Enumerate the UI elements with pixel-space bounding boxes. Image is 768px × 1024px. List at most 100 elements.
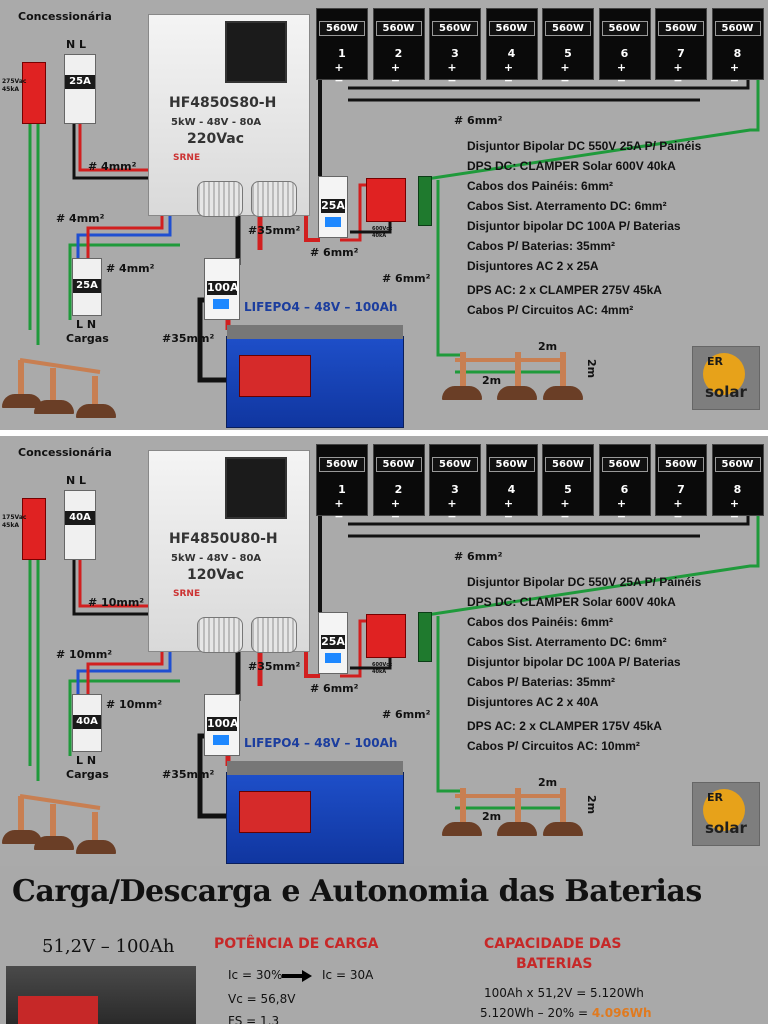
load-breaker-rating: 25A: [73, 279, 101, 293]
ground-rod: [515, 788, 521, 822]
panel-wattage: 560W: [545, 21, 591, 36]
battery-breaker: 100A: [204, 258, 240, 320]
spec-item: Disjuntor bipolar DC 100A P/ Baterias: [467, 219, 681, 233]
spec-item: DPS DC: CLAMPER Solar 600V 40kA: [467, 159, 676, 173]
spec-item: Cabos Sist. Aterramento DC: 6mm²: [467, 635, 667, 649]
wire-label-ac-b: # 10mm²: [56, 648, 113, 661]
fan-right: [251, 181, 297, 217]
panel-number: 7: [677, 483, 685, 496]
panel-wattage: 560W: [488, 457, 535, 472]
panel-polarity: + −: [616, 61, 641, 87]
battery-bank: [226, 325, 404, 428]
utility-label: Concessionária: [18, 446, 112, 459]
wire-label-ac-c: # 4mm²: [106, 262, 155, 275]
battery-terminals: [227, 325, 403, 339]
spec-item: DPS AC: 2 x CLAMPER 175V 45kA: [467, 719, 662, 733]
inverter-screen: [225, 21, 287, 83]
battery-bank: [226, 761, 404, 864]
panel-number: 4: [507, 47, 516, 60]
battery-breaker: 100A: [204, 694, 240, 756]
inverter-spec: 5kW - 48V - 80A: [171, 117, 262, 128]
inverter-screen: [225, 457, 287, 519]
pv-breaker: 25A: [318, 612, 348, 674]
soil-mound: [76, 404, 116, 418]
soil-mound: [442, 386, 482, 400]
spec-item: Cabos dos Painéis: 6mm²: [467, 615, 614, 629]
wire-label-ground: # 6mm²: [382, 708, 431, 721]
inverter-spec: 5kW - 48V - 80A: [171, 553, 262, 564]
panel-number: 8: [733, 47, 742, 60]
soil-mound: [543, 386, 583, 400]
panel-number: 8: [733, 483, 742, 496]
panel-number: 2: [394, 483, 403, 496]
wire-label-battery-b: #35mm²: [162, 768, 215, 781]
dps-dc-voltage: 600Vcc: [372, 662, 393, 668]
soil-mound: [497, 386, 537, 400]
dps-dc-rating: 600Vcc 40kA: [372, 226, 392, 240]
battery-image-bms: [18, 996, 98, 1024]
panel-polarity: + −: [729, 61, 754, 87]
dps-ac-rating: 175Vac 45kA: [2, 514, 26, 530]
panel-wattage: 560W: [658, 457, 704, 472]
inverter-voltage: 120Vac: [187, 567, 245, 583]
autonomy-title: Carga/Descarga e Autonomia das Baterias: [12, 874, 702, 909]
battery-bms: [239, 791, 311, 833]
diagram-section-220v: Concessionária N L 275Vac 45kA 25A HF485…: [0, 0, 768, 430]
panel-polarity: + −: [390, 497, 415, 523]
panel-polarity: + −: [390, 61, 415, 87]
capacity-title-1: CAPACIDADE DAS: [484, 936, 622, 952]
spec-item: Cabos P/ Circuitos AC: 10mm²: [467, 739, 640, 753]
panel-polarity: + −: [503, 61, 528, 87]
dps-ac: [22, 498, 46, 560]
load-ln-label: L N: [76, 754, 97, 767]
dps-dc-current: 40kA: [372, 233, 387, 239]
wire-label-ac-b: # 4mm²: [56, 212, 105, 225]
ground-rod: [18, 796, 24, 830]
sun-icon: [703, 789, 745, 831]
capacity-line-1: 100Ah x 51,2V = 5.120Wh: [484, 986, 644, 1000]
panel-number: 2: [394, 47, 403, 60]
dps-ac-voltage: 275Vac: [2, 78, 27, 85]
inverter-model: HF4850S80-H: [169, 95, 277, 111]
panel-wattage: 560W: [658, 21, 704, 36]
panel-wattage: 560W: [714, 21, 761, 36]
soil-mound: [2, 830, 42, 844]
panel-number: 7: [677, 47, 685, 60]
battery-breaker-toggle: [213, 735, 229, 745]
section-divider: [0, 430, 768, 436]
spec-item: Disjuntores AC 2 x 25A: [467, 259, 599, 273]
ground-rod: [50, 368, 56, 402]
autonomy-section: Carga/Descarga e Autonomia das Baterias …: [0, 866, 768, 1024]
inverter-brand: SRNE: [173, 153, 201, 163]
logo-er-text: ER: [707, 355, 723, 368]
dimension-bottom: 2m: [482, 374, 502, 387]
wire-label-dc-mid: # 6mm²: [310, 246, 359, 259]
dps-ac-rating: 275Vac 45kA: [2, 78, 26, 94]
grid-breaker: 25A: [64, 54, 96, 124]
panel-polarity: + −: [447, 497, 471, 523]
wire-label-panels: # 6mm²: [454, 114, 503, 127]
dps-dc-rating: 600Vcc 40kA: [372, 662, 392, 676]
panel-wattage: 560W: [601, 457, 648, 472]
inverter-model: HF4850U80-H: [169, 531, 278, 547]
ground-rod: [515, 352, 521, 386]
soil-mound: [497, 822, 537, 836]
solar-panel: 560W 8+ −: [711, 8, 764, 87]
diagram-section-120v: Concessionária N L 175Vac 45kA 40A HF485…: [0, 436, 768, 866]
panel-wattage: 560W: [714, 457, 761, 472]
panel-number: 3: [451, 483, 459, 496]
panel-polarity: + −: [616, 497, 641, 523]
panel-wattage: 560W: [319, 457, 365, 472]
load-breaker: 25A: [72, 258, 102, 316]
panel-wattage: 560W: [375, 21, 422, 36]
dimension-top: 2m: [538, 776, 558, 789]
wire-label-battery-a: #35mm²: [248, 224, 301, 237]
dps-ac-current: 45kA: [2, 86, 19, 93]
panel-wattage: 560W: [545, 457, 591, 472]
spec-item: Cabos Sist. Aterramento DC: 6mm²: [467, 199, 667, 213]
